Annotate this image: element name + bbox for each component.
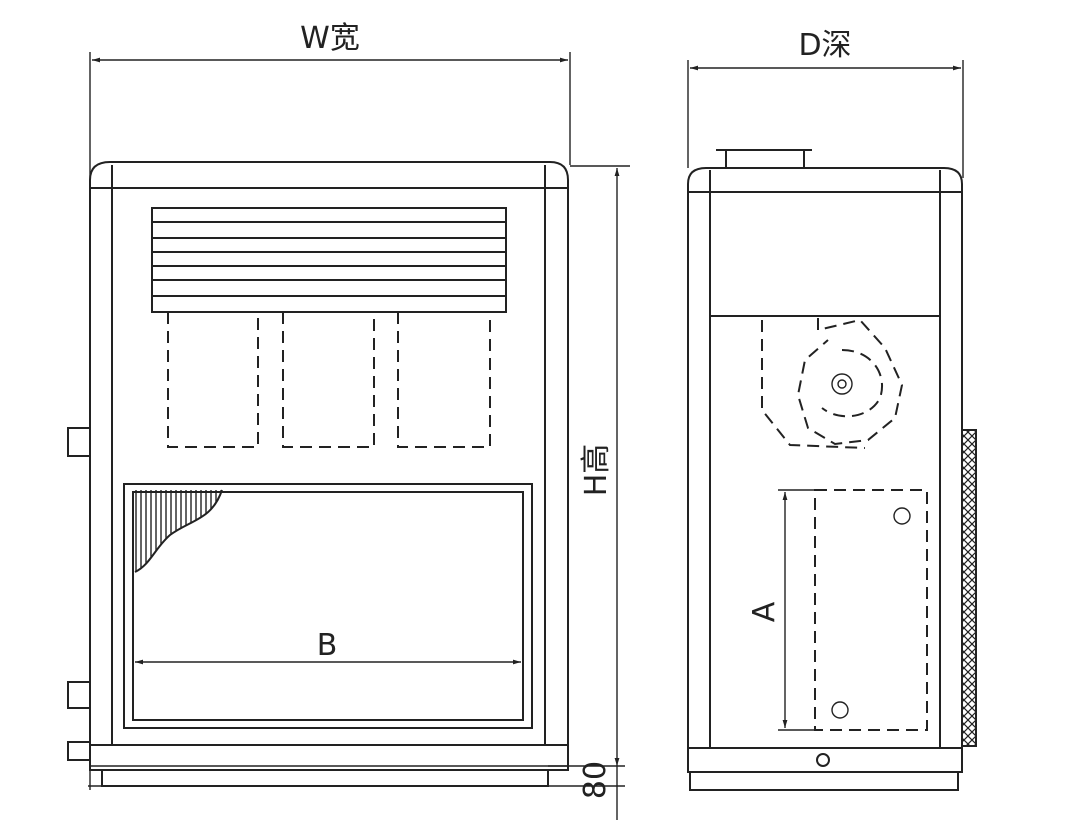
depth-label: D深 <box>798 28 851 63</box>
pipe-connectors <box>67 427 91 761</box>
duct-collar <box>716 149 812 168</box>
drain-port <box>816 753 830 767</box>
b-label: B <box>317 628 338 663</box>
depth-dimension: D深 <box>687 28 964 178</box>
base-dimension: 80 <box>548 761 625 820</box>
side-view: D深 <box>687 28 977 791</box>
hidden-coil <box>814 489 928 731</box>
air-outlet-grille <box>151 207 507 313</box>
filter-panel <box>123 483 533 729</box>
b-dimension: B <box>135 628 521 665</box>
width-dimension: W宽 <box>89 21 571 790</box>
height-label: H高 <box>579 444 614 497</box>
front-view: W宽 <box>67 21 630 820</box>
filter-mesh <box>961 429 977 747</box>
hidden-fan-housings <box>167 312 491 448</box>
hidden-fan <box>761 318 904 449</box>
a-label: A <box>747 601 782 622</box>
width-label: W宽 <box>300 21 360 56</box>
base-height-label: 80 <box>578 761 613 799</box>
height-dimension: H高 <box>570 165 630 766</box>
side-cabinet <box>687 167 963 791</box>
front-cabinet <box>88 161 569 787</box>
a-dimension: A <box>747 489 815 731</box>
